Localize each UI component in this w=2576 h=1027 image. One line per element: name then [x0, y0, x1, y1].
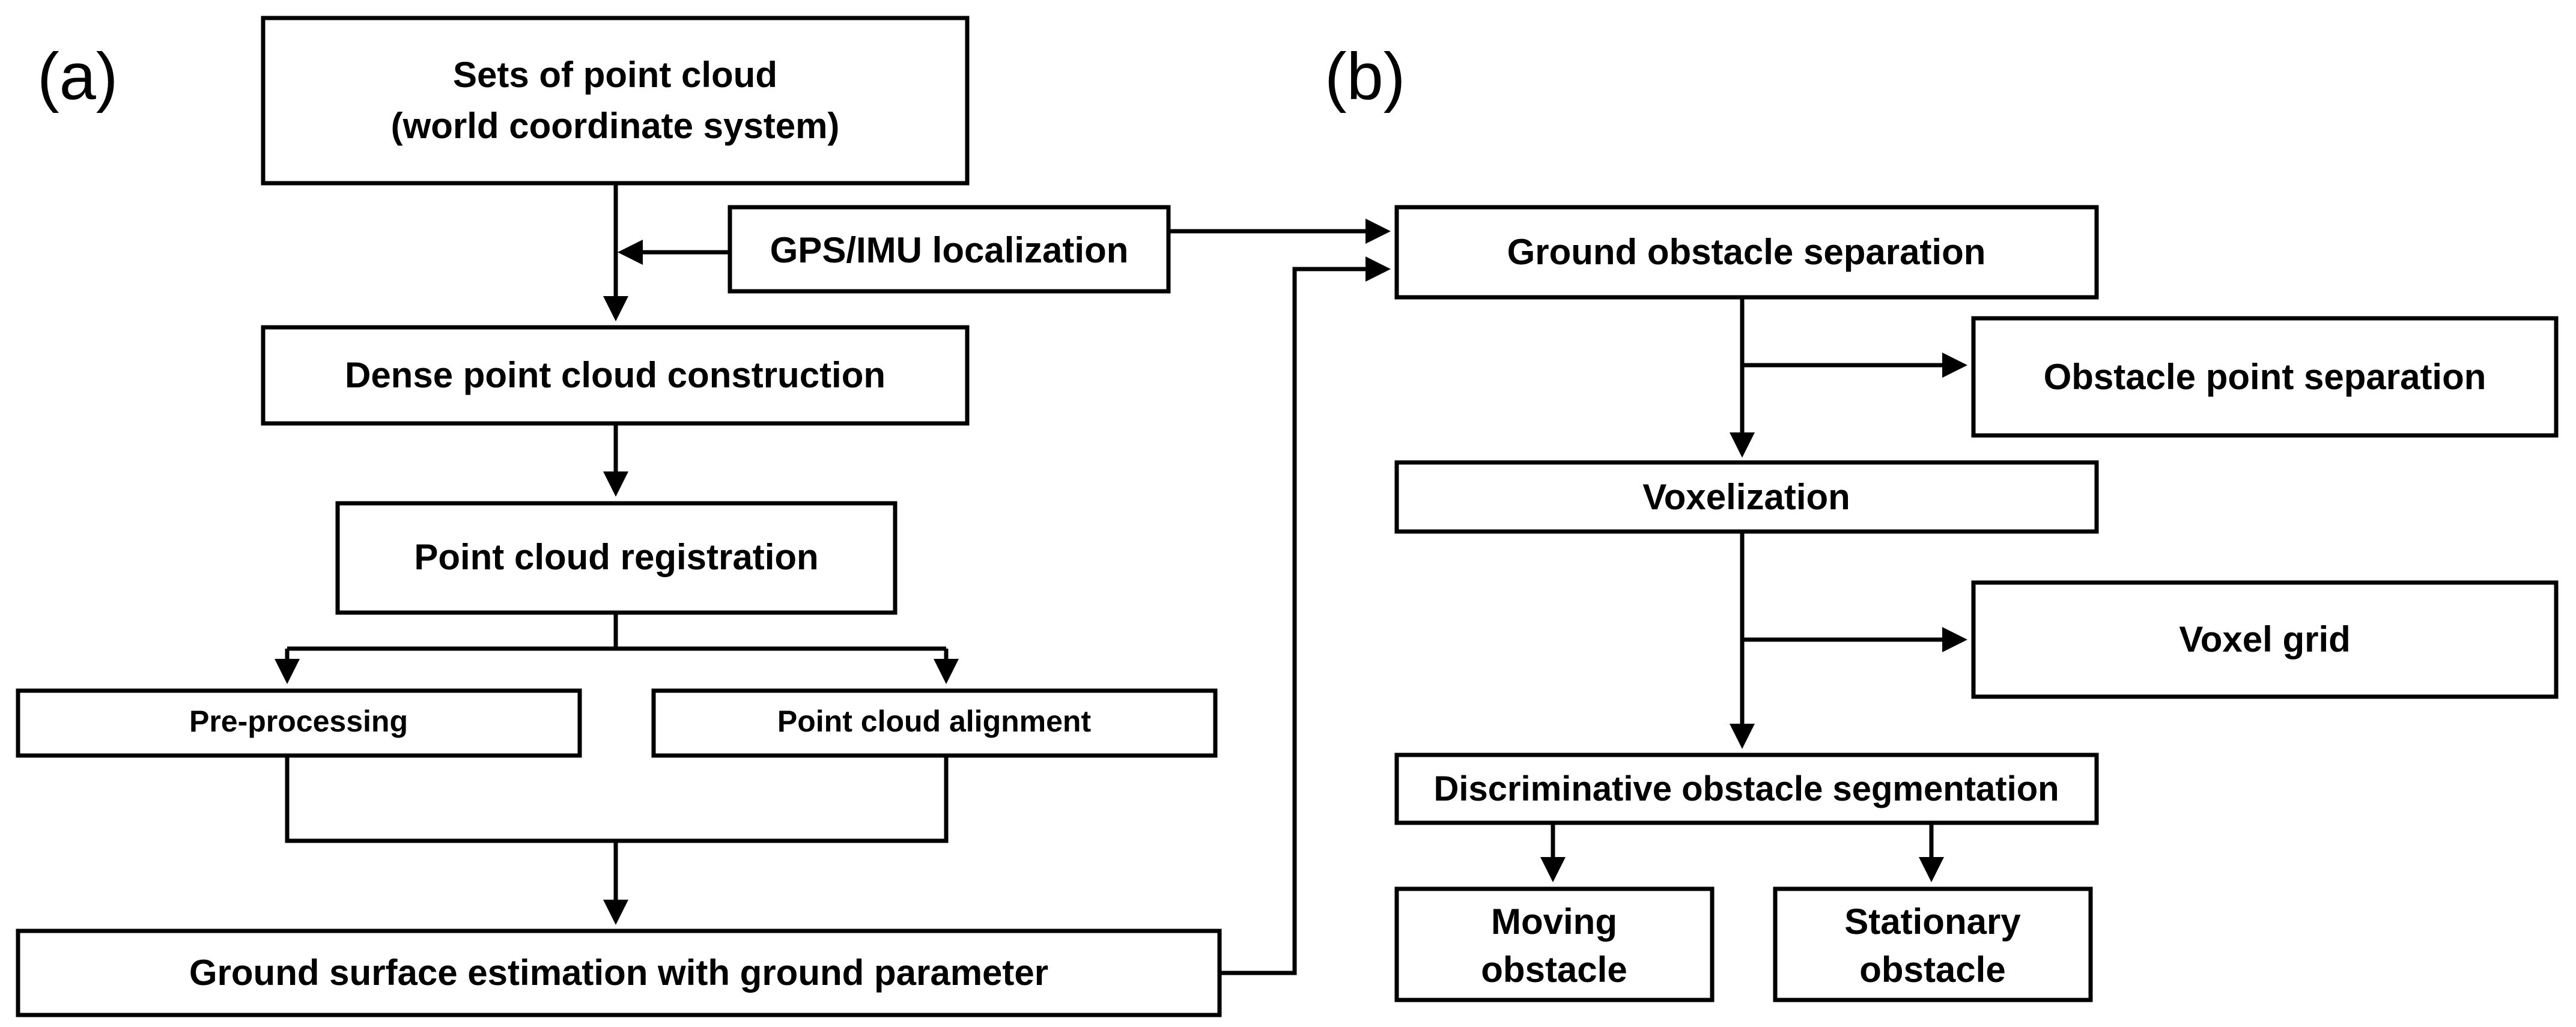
svg-text:Dense point cloud construction: Dense point cloud construction [345, 355, 886, 395]
node-gps-imu-localization: GPS/IMU localization [728, 205, 1171, 294]
svg-text:Voxel grid: Voxel grid [2179, 619, 2351, 659]
svg-text:Ground obstacle separation: Ground obstacle separation [1507, 232, 1986, 272]
svg-text:obstacle: obstacle [1859, 950, 2005, 990]
svg-text:GPS/IMU localization: GPS/IMU localization [770, 230, 1129, 270]
svg-text:obstacle: obstacle [1481, 950, 1627, 990]
connector-merge-left [285, 756, 949, 843]
node-moving-obstacle: Moving obstacle [1394, 886, 1715, 1002]
node-point-cloud-alignment: Point cloud alignment [651, 688, 1218, 758]
panel-label-b: (b) [1325, 40, 1405, 114]
svg-text:Point cloud registration: Point cloud registration [414, 537, 818, 577]
svg-text:Moving: Moving [1491, 901, 1617, 942]
svg-text:(world coordinate system): (world coordinate system) [391, 106, 840, 146]
svg-text:Sets of point cloud: Sets of point cloud [453, 55, 777, 95]
node-pre-processing: Pre-processing [16, 688, 582, 758]
svg-text:Discriminative obstacle segmen: Discriminative obstacle segmentation [1433, 769, 2059, 808]
node-ground-obstacle-separation: Ground obstacle separation [1394, 205, 2099, 300]
svg-text:Voxelization: Voxelization [1642, 477, 1850, 517]
svg-text:Stationary: Stationary [1844, 901, 2021, 942]
svg-text:Obstacle point separation: Obstacle point separation [2044, 357, 2486, 397]
arrow-ground-surface-to-ground-obstacle [1220, 256, 1391, 975]
connector-registration-split [287, 613, 618, 651]
node-voxel-grid: Voxel grid [1971, 580, 2559, 699]
svg-text:Ground surface estimation with: Ground surface estimation with ground pa… [189, 953, 1048, 993]
svg-text:Point cloud alignment: Point cloud alignment [777, 704, 1092, 738]
node-dense-point-cloud-construction: Dense point cloud construction [261, 325, 970, 426]
node-discriminative-obstacle-segmentation: Discriminative obstacle segmentation [1394, 753, 2099, 825]
panel-label-a: (a) [37, 40, 118, 114]
node-ground-surface-estimation: Ground surface estimation with ground pa… [16, 929, 1222, 1017]
node-point-cloud-registration: Point cloud registration [335, 501, 898, 615]
node-obstacle-point-separation: Obstacle point separation [1971, 316, 2559, 438]
node-stationary-obstacle: Stationary obstacle [1773, 886, 2093, 1002]
svg-text:Pre-processing: Pre-processing [189, 704, 408, 738]
node-voxelization: Voxelization [1394, 460, 2099, 534]
node-sets-of-point-cloud: Sets of point cloud (world coordinate sy… [261, 16, 970, 186]
